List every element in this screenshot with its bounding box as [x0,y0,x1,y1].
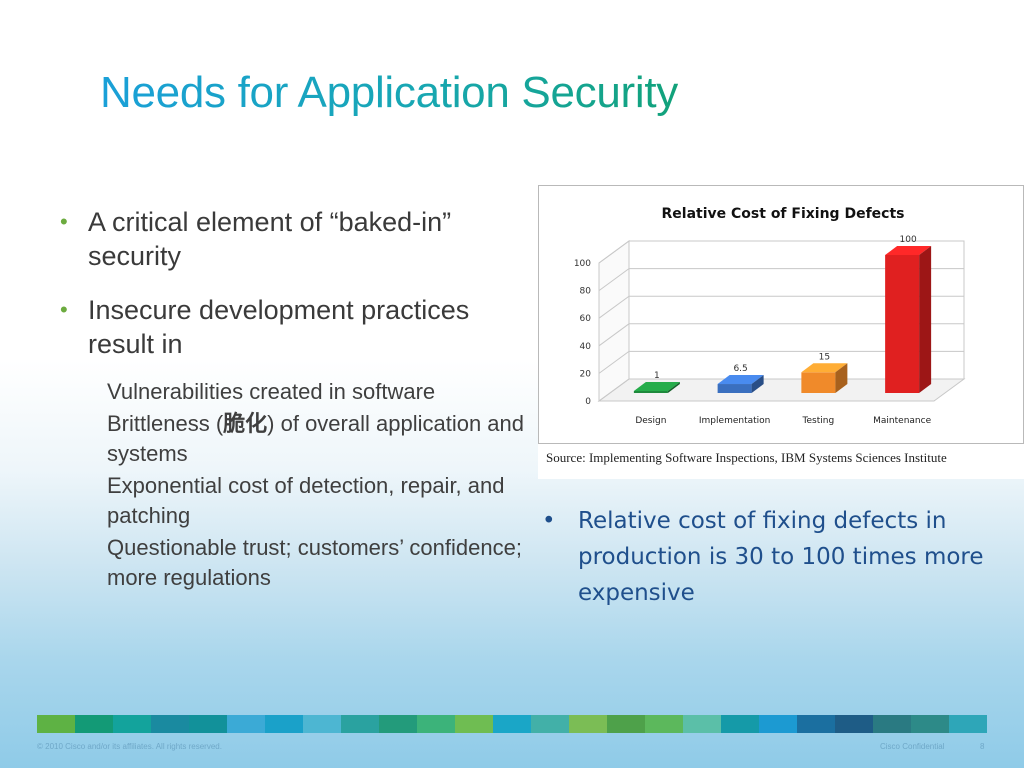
footer-copyright: © 2010 Cisco and/or its affiliates. All … [37,742,222,751]
stripe-segment [721,715,759,733]
bar-top [885,246,932,255]
y-tick-label: 0 [585,397,591,407]
bar-chart: 0 20 40 60 80 100 Relative Cost of Fixing Defe… [574,206,966,426]
bullet-dot-icon: • [542,508,556,534]
bar-side [835,363,848,393]
bullet-item: • Insecure development practices result … [60,293,540,361]
cjk-term: 脆化 [223,411,268,436]
gridline [598,350,964,374]
bar-value-label: 100 [900,235,917,245]
bar-front [885,255,920,393]
y-tick-label: 100 [574,259,591,269]
x-tick-label: Design [635,416,666,426]
stripe-segment [493,715,531,733]
bar-top [717,375,764,385]
footer-stripe [37,715,987,733]
right-bullet: • Relative cost of fixing defects in pro… [538,503,1008,611]
page-number: 8 [980,742,985,751]
bar-top [633,382,680,391]
bar-front [717,384,752,393]
bar-side [751,375,764,393]
gridline [598,295,964,319]
x-tick-label: Implementation [699,416,770,426]
stripe-segment [341,715,379,733]
y-tick-label: 60 [580,314,592,324]
bar-side [919,246,932,393]
stripe-segment [873,715,911,733]
stripe-segment [113,715,151,733]
stripe-segment [569,715,607,733]
stripe-segment [759,715,797,733]
x-tick-label: Maintenance [873,416,931,426]
bar-side [667,382,680,393]
stripe-segment [645,715,683,733]
stripe-segment [303,715,341,733]
chart-frame: 0 20 40 60 80 100 Relative Cost of Fixing Defe… [538,185,1024,444]
stripe-segment [455,715,493,733]
bar-value-label: 1 [654,371,660,381]
bullet-text: Insecure development practices result in [88,295,470,359]
sub-bullet-text: ) of overall application and systems [107,411,524,466]
slide-title: Needs for Application Security [100,68,678,117]
y-tick-label: 20 [580,369,592,379]
stripe-segment [417,715,455,733]
stripe-segment [151,715,189,733]
bullet-dot-icon: • [60,209,68,234]
sub-bullet-text: Brittleness ( [107,411,224,436]
bullet-dot-icon: • [60,297,68,322]
stripe-segment [911,715,949,733]
y-tick-label: 80 [580,287,592,297]
bar-top [801,363,848,373]
sub-bullet: Questionable trust; customers’ confidenc… [107,535,522,590]
left-column: • A critical element of “baked-in” secur… [60,205,540,599]
footer-confidential: Cisco Confidential [880,742,945,751]
sub-bullet: Brittleness (脆化) of overall application … [60,409,540,469]
bullet-text: A critical element of “baked-in” securit… [88,207,452,271]
bar-value-label: 6.5 [733,364,747,374]
bullet-item: • A critical element of “baked-in” secur… [60,205,540,273]
chart-title: Relative Cost of Fixing Defects [662,206,905,222]
bar-front [801,372,836,393]
stripe-segment [227,715,265,733]
stripe-segment [265,715,303,733]
bar-front [633,391,668,393]
right-bullet-text: Relative cost of fixing defects in produ… [578,508,984,606]
stripe-segment [683,715,721,733]
stripe-segment [379,715,417,733]
sub-bullet: Vulnerabilities created in software [107,379,436,404]
stripe-segment [75,715,113,733]
stripe-segment [797,715,835,733]
gridline [598,323,964,347]
stripe-segment [607,715,645,733]
gridline [598,378,964,402]
sub-bullet: Exponential cost of detection, repair, a… [107,473,505,528]
y-tick-label: 40 [580,342,592,352]
stripe-segment [531,715,569,733]
stripe-segment [835,715,873,733]
stripe-segment [189,715,227,733]
bar-value-label: 15 [819,352,830,362]
x-tick-label: Testing [802,416,835,426]
gridline [598,240,964,264]
stripe-segment [37,715,75,733]
chart-source: Source: Implementing Software Inspection… [538,444,1024,479]
chart-side-wall [598,240,630,402]
stripe-segment [949,715,987,733]
gridline [598,268,964,292]
